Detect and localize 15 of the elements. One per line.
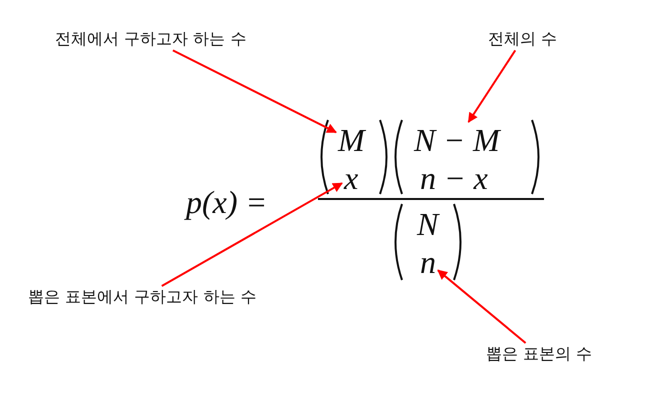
- leader-arrow: [437, 270, 526, 344]
- leader-arrow: [172, 50, 337, 134]
- annotation-text: 뽑은 표본의 수: [486, 345, 592, 364]
- annotation-text: 전체에서 구하고자 하는 수: [55, 30, 246, 48]
- leader-arrow: [468, 50, 516, 123]
- math-symbol: M: [338, 124, 365, 156]
- math-symbol: N: [417, 208, 438, 240]
- math-expression: n − x: [420, 162, 488, 194]
- math-expression: N − M: [414, 124, 500, 156]
- annotation-text: 뽑은 표본에서 구하고자 하는 수: [28, 288, 256, 306]
- math-expression: p(x) =: [186, 186, 268, 218]
- leader-arrow: [161, 182, 343, 287]
- math-symbol: n: [420, 246, 436, 278]
- math-symbol: x: [344, 162, 358, 194]
- annotation-text: 전체의 수: [488, 30, 558, 48]
